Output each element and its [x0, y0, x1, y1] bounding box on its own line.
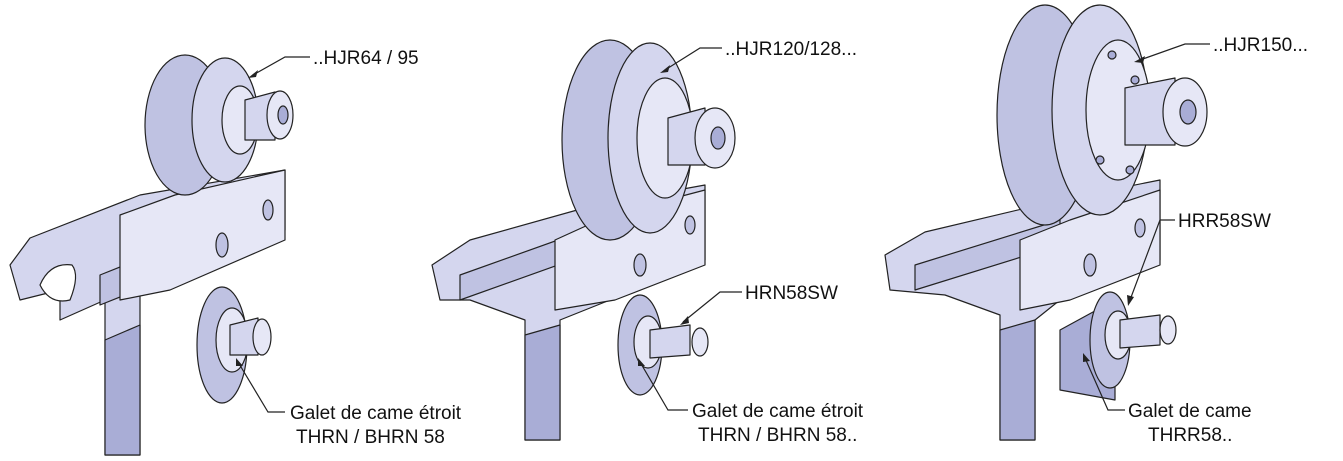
- assembly-c-cam-stud-end: [1159, 315, 1177, 345]
- assembly-a-block: [119, 169, 286, 301]
- assembly-a-cam-stud: [229, 317, 259, 356]
- assembly-b-hole: [633, 253, 647, 277]
- label-c-bottom-line1: Galet de came: [1128, 401, 1252, 422]
- assembly-c-bolt-1: [1107, 50, 1117, 60]
- label-a-top: ..HJR64 / 95: [313, 48, 419, 69]
- assembly-c-block: [1019, 189, 1161, 311]
- assembly-a-cutout: [39, 264, 77, 302]
- label-a-bottom-line1: Galet de came étroit: [290, 403, 462, 424]
- assembly-a-cam-stud-end: [252, 318, 272, 356]
- assembly-a-top-leader: [252, 56, 310, 76]
- assembly-b-stud: [667, 107, 706, 166]
- label-b-bottom-line1: Galet de came étroit: [692, 401, 864, 422]
- assembly-b-cam-stud: [649, 324, 691, 359]
- assembly-b-rail-side: [524, 324, 561, 441]
- assembly-a-stud-socket: [277, 105, 289, 125]
- label-b-mid: HRN58SW: [745, 283, 838, 304]
- assembly-c-hole-2: [1134, 218, 1146, 238]
- assembly-a: [9, 54, 310, 456]
- assembly-c-cam-stud: [1119, 314, 1161, 349]
- label-b-top: ..HJR120/128...: [725, 39, 857, 60]
- assembly-a-top-arrowhead: [248, 70, 258, 78]
- assembly-b-stud-socket: [710, 126, 726, 150]
- assembly-c-bolt-2: [1130, 75, 1140, 85]
- assembly-a-rail-side: [104, 324, 141, 456]
- assembly-b-top-leader: [664, 47, 722, 71]
- assembly-a-bottom-arrowhead: [236, 358, 243, 366]
- assembly-b: [431, 39, 742, 441]
- assembly-a-stud: [244, 91, 276, 141]
- label-c-top: ..HJR150...: [1213, 35, 1308, 56]
- assembly-c-bolt-3: [1125, 165, 1135, 175]
- assembly-b-cam-stud-end: [691, 327, 709, 357]
- assembly-c-rail-side: [999, 319, 1036, 441]
- assembly-b-mid-arrowhead: [680, 316, 689, 325]
- assembly-b-top-arrowhead: [660, 65, 670, 73]
- label-b-bottom-line2: THRN / BHRN 58..: [698, 425, 857, 446]
- assembly-c-stud: [1124, 77, 1176, 146]
- assembly-b-bottom-arrowhead: [638, 358, 645, 366]
- assembly-a-hole-2: [262, 199, 274, 221]
- assembly-b-bottom-leader: [639, 361, 688, 411]
- assembly-b-hole-2: [684, 215, 696, 235]
- assembly-c-bolt-4: [1095, 155, 1105, 165]
- label-c-mid: HRR58SW: [1178, 211, 1271, 232]
- assembly-c-bottom-leader: [1084, 357, 1125, 411]
- assembly-c-top-arrowhead: [1134, 56, 1145, 63]
- assembly-c-top-leader: [1139, 43, 1210, 61]
- label-c-bottom-line2: THRR58..: [1148, 425, 1232, 446]
- assembly-a-hole: [215, 232, 229, 258]
- assembly-c: [884, 4, 1210, 441]
- assembly-b-mid-leader: [682, 291, 742, 323]
- assembly-c-stud-socket: [1179, 99, 1197, 125]
- assembly-c-mid-arrowhead: [1127, 295, 1134, 306]
- assembly-c-hole: [1083, 253, 1097, 277]
- assembly-c-bottom-arrowhead: [1083, 353, 1090, 362]
- label-a-bottom-line2: THRN / BHRN 58: [296, 427, 445, 448]
- assembly-c-mid-leader: [1129, 219, 1175, 301]
- assembly-a-bottom-leader: [237, 361, 285, 413]
